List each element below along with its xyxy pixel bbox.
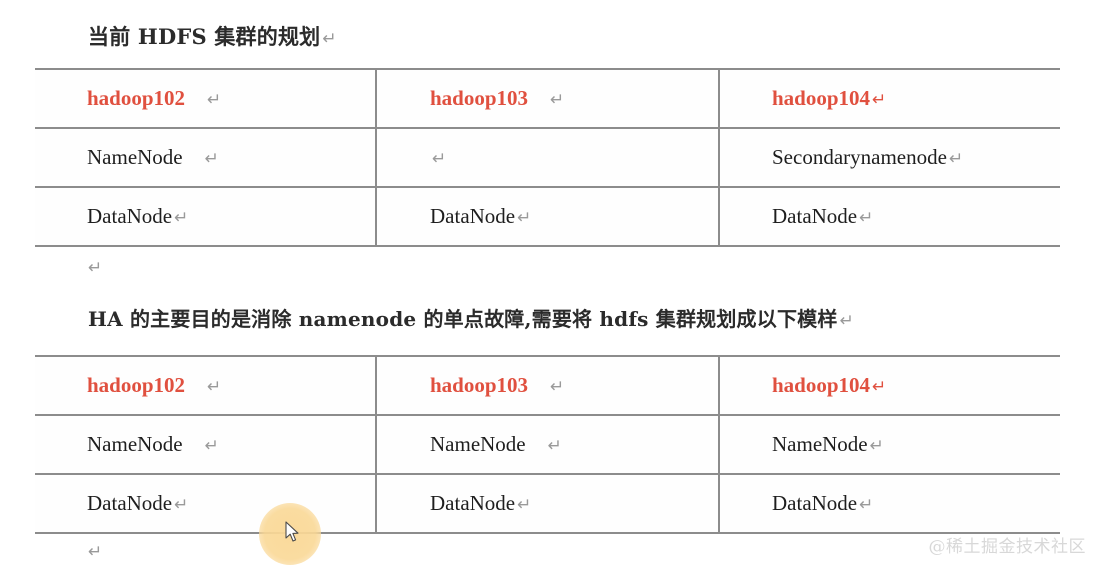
table-cell: DataNode↵ [718,187,1060,247]
cell-text: DataNode [430,204,516,228]
paragraph-mark-after-table-2: ↵ [88,542,103,562]
table-row: NameNode↵↵Secondarynamenode↵ [35,128,1060,188]
table-cell: hadoop104↵ [718,68,1060,129]
cell-text: DataNode [430,491,516,515]
table-cell: NameNode↵ [718,415,1060,475]
table-cell: ↵ [375,128,719,188]
paragraph-mark-after-table-1: ↵ [88,258,103,278]
paragraph-mark-icon: ↵ [204,149,219,169]
table-cell: hadoop103 ↵ [375,68,719,129]
table-row: hadoop102↵hadoop103↵hadoop104↵ [35,68,1060,129]
table-cell: DataNode↵ [375,187,719,247]
table-row: hadoop102↵hadoop103↵hadoop104↵ [35,355,1060,416]
paragraph-mark-icon: ↵ [322,29,337,49]
paragraph-mark-icon: ↵ [839,311,855,331]
table-cell: DataNode↵ [35,474,376,534]
table-cell: NameNode ↵ [35,128,376,188]
paragraph-mark-icon: ↵ [948,149,964,169]
paragraph-mark-icon: ↵ [174,495,189,515]
table-cell: Secondarynamenode↵ [718,128,1060,188]
cell-text: NameNode [87,145,183,169]
table-cell: DataNode↵ [718,474,1060,534]
table-cell: hadoop103 ↵ [375,355,719,416]
table-current-hdfs-plan: hadoop102↵hadoop103↵hadoop104↵NameNode↵↵… [35,68,1060,247]
cell-text: DataNode [772,491,858,515]
paragraph-mark-icon: ↵ [872,90,887,110]
cell-text: hadoop103 [430,86,529,110]
cell-text: NameNode [772,432,868,456]
heading-current-plan-text: 当前 HDFS 集群的规划 [88,24,321,49]
table-current-hdfs-plan-body: hadoop102↵hadoop103↵hadoop104↵NameNode↵↵… [35,68,1060,247]
cell-text: hadoop102 [87,373,186,397]
table-ha-hdfs-plan: hadoop102↵hadoop103↵hadoop104↵NameNode↵N… [35,355,1060,534]
paragraph-mark-icon: ↵ [859,208,874,228]
heading-ha-plan: HA 的主要目的是消除 namenode 的单点故障,需要将 hdfs 集群规划… [88,307,854,332]
cell-text: NameNode [430,432,526,456]
cell-text: DataNode [87,204,173,228]
paragraph-mark-icon: ↵ [550,90,565,110]
paragraph-mark-icon: ↵ [859,495,874,515]
table-cell: hadoop102 ↵ [35,68,376,129]
table-cell: DataNode↵ [35,187,376,247]
table-row: NameNode↵NameNode↵NameNode↵ [35,415,1060,475]
table-cell: hadoop102 ↵ [35,355,376,416]
paragraph-mark-icon: ↵ [517,208,532,228]
table-ha-hdfs-plan-body: hadoop102↵hadoop103↵hadoop104↵NameNode↵N… [35,355,1060,534]
paragraph-mark-icon: ↵ [869,436,884,456]
cell-text: hadoop102 [87,86,186,110]
table-cell: NameNode ↵ [375,415,719,475]
cell-text: hadoop104 [772,373,871,397]
cell-text: DataNode [772,204,858,228]
paragraph-mark-icon: ↵ [207,377,222,397]
paragraph-mark-icon: ↵ [872,377,887,397]
table-cell: DataNode↵ [375,474,719,534]
table-row: DataNode↵DataNode↵DataNode↵ [35,474,1060,534]
cell-text: NameNode [87,432,183,456]
table-row: DataNode↵DataNode↵DataNode↵ [35,187,1060,247]
paragraph-mark-icon: ↵ [207,90,222,110]
heading-current-plan: 当前 HDFS 集群的规划↵ [88,24,337,50]
paragraph-mark-icon: ↵ [547,436,562,456]
paragraph-mark-icon: ↵ [204,436,219,456]
heading-ha-plan-text: HA 的主要目的是消除 namenode 的单点故障,需要将 hdfs 集群规划… [88,307,838,331]
paragraph-mark-icon: ↵ [174,208,189,228]
cell-text: DataNode [87,491,173,515]
paragraph-mark-icon: ↵ [517,495,532,515]
watermark: @稀土掘金技术社区 [928,537,1086,557]
table-cell: hadoop104↵ [718,355,1060,416]
paragraph-mark-icon: ↵ [432,149,447,169]
cell-text: hadoop104 [772,86,871,110]
paragraph-mark-icon: ↵ [550,377,565,397]
cell-text: Secondarynamenode [772,145,947,169]
cell-text: hadoop103 [430,373,529,397]
table-cell: NameNode ↵ [35,415,376,475]
